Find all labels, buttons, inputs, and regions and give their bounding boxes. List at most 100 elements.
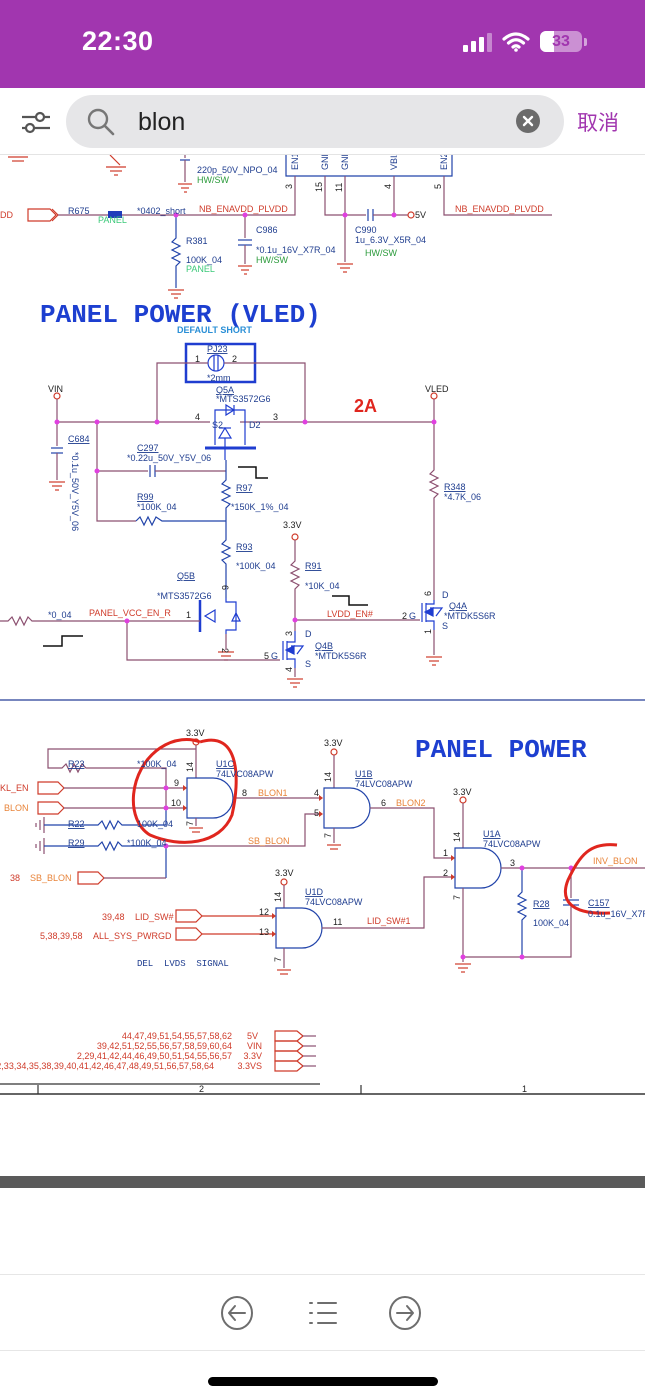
r348-symbol (428, 422, 440, 600)
page-separator (0, 1176, 645, 1188)
port-bkl-en (37, 781, 65, 795)
pin-num: 1 (443, 848, 448, 858)
pin-num: 4 (314, 788, 319, 798)
pwrgd-ref: 5,38,39,58 (40, 931, 83, 941)
label-hwsw: HW/SW (256, 255, 288, 265)
pin-num: 3 (284, 184, 294, 189)
label-q4a: Q4A (449, 601, 467, 611)
pin-num: 3 (510, 858, 515, 868)
pin-label: G (271, 651, 278, 661)
pin-num: 8 (242, 788, 247, 798)
net-lid-sw1 (322, 876, 452, 929)
clear-circle-icon[interactable] (516, 109, 540, 133)
pin-num: 5 (264, 651, 269, 661)
power-ref-net: VIN (247, 1041, 262, 1051)
status-bar: 22:30 33 (0, 0, 645, 88)
net-sb-blon-label: SB_BLON (248, 836, 290, 846)
label-vled: VLED (425, 384, 449, 394)
search-bar: 取消 (0, 88, 645, 155)
bottom-toolbar (0, 1274, 645, 1351)
port-dd (27, 208, 57, 222)
label-hwsw: HW/SW (365, 248, 397, 258)
net-sb-blon-port-label: SB_BLON (30, 873, 72, 883)
port-sb-blon (77, 871, 105, 885)
pin-num: 4 (195, 412, 200, 422)
label-u1b-val: 74LVC08APW (355, 779, 413, 789)
section-title-panel-power: PANEL POWER (415, 735, 587, 765)
pin-num: 7 (273, 957, 283, 962)
annotation-circle (131, 738, 238, 844)
pin-num: 6 (423, 591, 433, 596)
waveform-mark (238, 466, 268, 479)
battery-level: 33 (552, 33, 570, 50)
arrow-left-circle-icon[interactable] (219, 1295, 255, 1331)
label-vin: VIN (48, 384, 63, 394)
pin-num: 9 (174, 778, 179, 788)
net-lid-sw1-label: LID_SW#1 (367, 916, 411, 926)
net-nb-enavdd-right (443, 176, 552, 216)
pin-num: 11 (334, 183, 344, 192)
net-dd: DD (0, 210, 13, 220)
label-q5b-val: *MTS3572G6 (157, 591, 212, 601)
label-r348-val: *4.7K_06 (444, 492, 481, 502)
pin-num: 14 (452, 832, 462, 842)
sliders-icon[interactable] (20, 106, 52, 138)
label-r22-val: 100K_04 (137, 819, 173, 829)
sb-blon-ref: 38 (10, 873, 20, 883)
top-ground-left (8, 155, 126, 176)
port-lid-sw (175, 909, 203, 923)
r675-jumper (108, 211, 122, 218)
label-q5a-val: *MTS3572G6 (216, 394, 271, 404)
ic-pin-gnd2: GND (340, 155, 350, 170)
label-c157-val: 0.1u_16V_X7R (588, 909, 645, 919)
label-u1b: U1B (355, 769, 373, 779)
label-r91-val: *10K_04 (305, 581, 340, 591)
pin-label: S (442, 621, 448, 631)
arrow-right-circle-icon[interactable] (387, 1295, 423, 1331)
pin-num: 7 (323, 833, 333, 838)
label-u1d: U1D (305, 887, 324, 897)
label-r381-val: 100K_04 (186, 255, 222, 265)
power-ref-net: 3.3VS (237, 1061, 262, 1071)
label-r348: R348 (444, 482, 466, 492)
label-q5a: Q5A (216, 385, 234, 395)
pin-num: 13 (259, 927, 269, 937)
label-c986-val: *0.1u_16V_X7R_04 (256, 245, 336, 255)
pin-num: 2 (220, 648, 230, 653)
q4b-symbol (282, 631, 305, 668)
status-icons: 33 (463, 31, 587, 52)
q5b-symbol (198, 598, 241, 634)
label-q4b: Q4B (315, 641, 333, 651)
pin-num: 11 (333, 917, 342, 927)
r91-symbol (289, 540, 301, 631)
pin-num: 4 (383, 184, 393, 189)
label-r93-val: *100K_04 (236, 561, 276, 571)
label-q4a-val: *MTDK5S6R (444, 611, 496, 621)
search-field[interactable] (66, 95, 564, 148)
pin-num: 5 (314, 808, 319, 818)
label-u1d-val: 74LVC08APW (305, 897, 363, 907)
label-r97-val: *150K_1%_04 (231, 502, 289, 512)
r23-path (47, 748, 196, 808)
label-c990: C990 (355, 225, 377, 235)
net-blon-label: BLON (4, 803, 29, 813)
label-5v: 5V (415, 210, 426, 220)
net-blon1-label: BLON1 (258, 788, 288, 798)
cap-220p-symbol (178, 155, 192, 193)
document-view[interactable]: 220p_50V_NPO_04 HW/SW EN1 GND GND VBIA E… (0, 155, 645, 1175)
page-gap (0, 1188, 645, 1274)
search-input[interactable] (136, 103, 500, 141)
label-3v3: 3.3V (453, 787, 472, 797)
pin-num: 3 (273, 412, 278, 422)
label-cap-220p: 220p_50V_NPO_04 (197, 165, 278, 175)
pin-num: 5 (433, 184, 443, 189)
pin-label: D (442, 590, 449, 600)
list-icon[interactable] (305, 1295, 341, 1331)
pin-num: 7 (452, 895, 462, 900)
cancel-button[interactable]: 取消 (577, 111, 619, 135)
net-bkl-en-label: KL_EN (0, 783, 29, 793)
label-3v3: 3.3V (324, 738, 343, 748)
home-indicator[interactable] (208, 1377, 438, 1386)
net-panel-vcc-en-label: PANEL_VCC_EN_R (89, 608, 171, 618)
pin-num: 4 (284, 667, 294, 672)
